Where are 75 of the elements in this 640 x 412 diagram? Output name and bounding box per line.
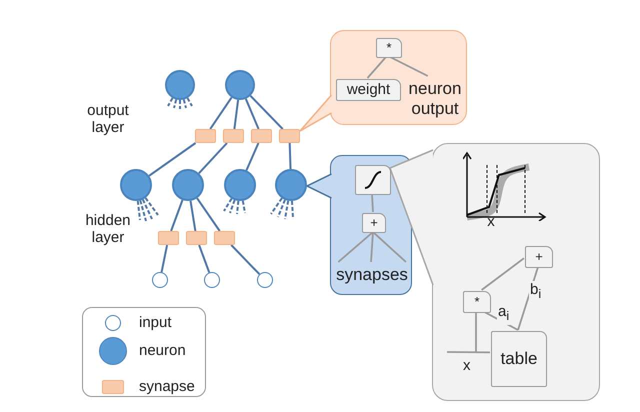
connection-line bbox=[250, 95, 284, 130]
connection-line bbox=[198, 244, 210, 273]
dashed-connection-line bbox=[173, 99, 178, 108]
neuron-circle bbox=[172, 169, 204, 201]
synapse-box bbox=[251, 129, 272, 143]
dashed-connection-line bbox=[223, 198, 232, 212]
neuron-circle bbox=[165, 70, 195, 100]
input-circle bbox=[204, 272, 220, 288]
callout-panel bbox=[330, 30, 467, 125]
operator-box: weight bbox=[336, 79, 401, 101]
connection-line bbox=[288, 142, 292, 170]
dashed-connection-line bbox=[277, 199, 286, 218]
connection-line bbox=[338, 231, 374, 263]
legend-label: synapse bbox=[139, 378, 195, 395]
legend-label: input bbox=[139, 314, 172, 331]
neuron-circle bbox=[275, 169, 307, 201]
callout-panel bbox=[330, 155, 412, 295]
dashed-connection-line bbox=[236, 200, 240, 214]
node-text: synapses bbox=[334, 263, 410, 287]
connection-line bbox=[366, 56, 387, 79]
synapse-box bbox=[195, 129, 216, 143]
synapse-box bbox=[279, 129, 300, 143]
input-circle bbox=[152, 272, 168, 288]
synapse-box bbox=[158, 231, 179, 245]
operator-box: * bbox=[463, 291, 491, 313]
connection-line bbox=[371, 194, 374, 212]
connection-line bbox=[370, 232, 374, 262]
connection-line bbox=[233, 100, 240, 130]
connection-line bbox=[209, 96, 232, 130]
dashed-connection-line bbox=[290, 200, 294, 218]
connection-line bbox=[148, 142, 196, 177]
connection-line bbox=[484, 311, 518, 331]
neuron-circle bbox=[225, 70, 255, 100]
dashed-connection-line bbox=[144, 197, 159, 216]
dashed-connection-line bbox=[142, 199, 153, 220]
legend-label: neuron bbox=[139, 342, 186, 359]
dashed-connection-line bbox=[179, 100, 181, 109]
connection-line bbox=[244, 98, 260, 130]
dashed-connection-line bbox=[136, 200, 141, 220]
operator-box: table bbox=[491, 331, 547, 387]
synapse-box bbox=[186, 231, 207, 245]
operator-box bbox=[355, 165, 391, 195]
operator-box: + bbox=[362, 213, 386, 233]
connection-line bbox=[196, 198, 220, 232]
dashed-connection-line bbox=[284, 200, 290, 220]
connection-line bbox=[475, 312, 477, 352]
connection-line bbox=[390, 56, 428, 77]
synapse-box bbox=[214, 231, 235, 245]
synapse-box bbox=[223, 129, 244, 143]
neuron-circle bbox=[120, 169, 152, 201]
connection-line bbox=[481, 257, 525, 291]
connection-line bbox=[246, 142, 260, 171]
dashed-connection-line bbox=[270, 198, 283, 215]
connection-line bbox=[170, 200, 184, 232]
connection-line bbox=[372, 231, 407, 263]
layer-label: hidden layer bbox=[84, 212, 132, 246]
dashed-connection-line bbox=[186, 98, 193, 106]
connection-line bbox=[230, 244, 260, 275]
connection-line bbox=[517, 266, 539, 330]
connection-line bbox=[190, 200, 196, 232]
dashed-connection-line bbox=[139, 200, 147, 222]
operator-box: * bbox=[376, 38, 402, 58]
layer-label: output layer bbox=[86, 102, 130, 136]
operator-box: + bbox=[525, 246, 553, 268]
node-text: neuron output bbox=[404, 77, 466, 121]
dashed-connection-line bbox=[229, 200, 236, 214]
neuron-circle bbox=[224, 169, 256, 201]
dashed-connection-line bbox=[182, 99, 187, 108]
dashed-connection-line bbox=[242, 200, 246, 214]
connection-line bbox=[447, 351, 490, 354]
axis-label: x bbox=[486, 213, 496, 230]
dashed-connection-line bbox=[167, 98, 174, 106]
input-circle bbox=[257, 272, 273, 288]
connection-line bbox=[160, 244, 168, 272]
connection-line bbox=[198, 142, 228, 174]
